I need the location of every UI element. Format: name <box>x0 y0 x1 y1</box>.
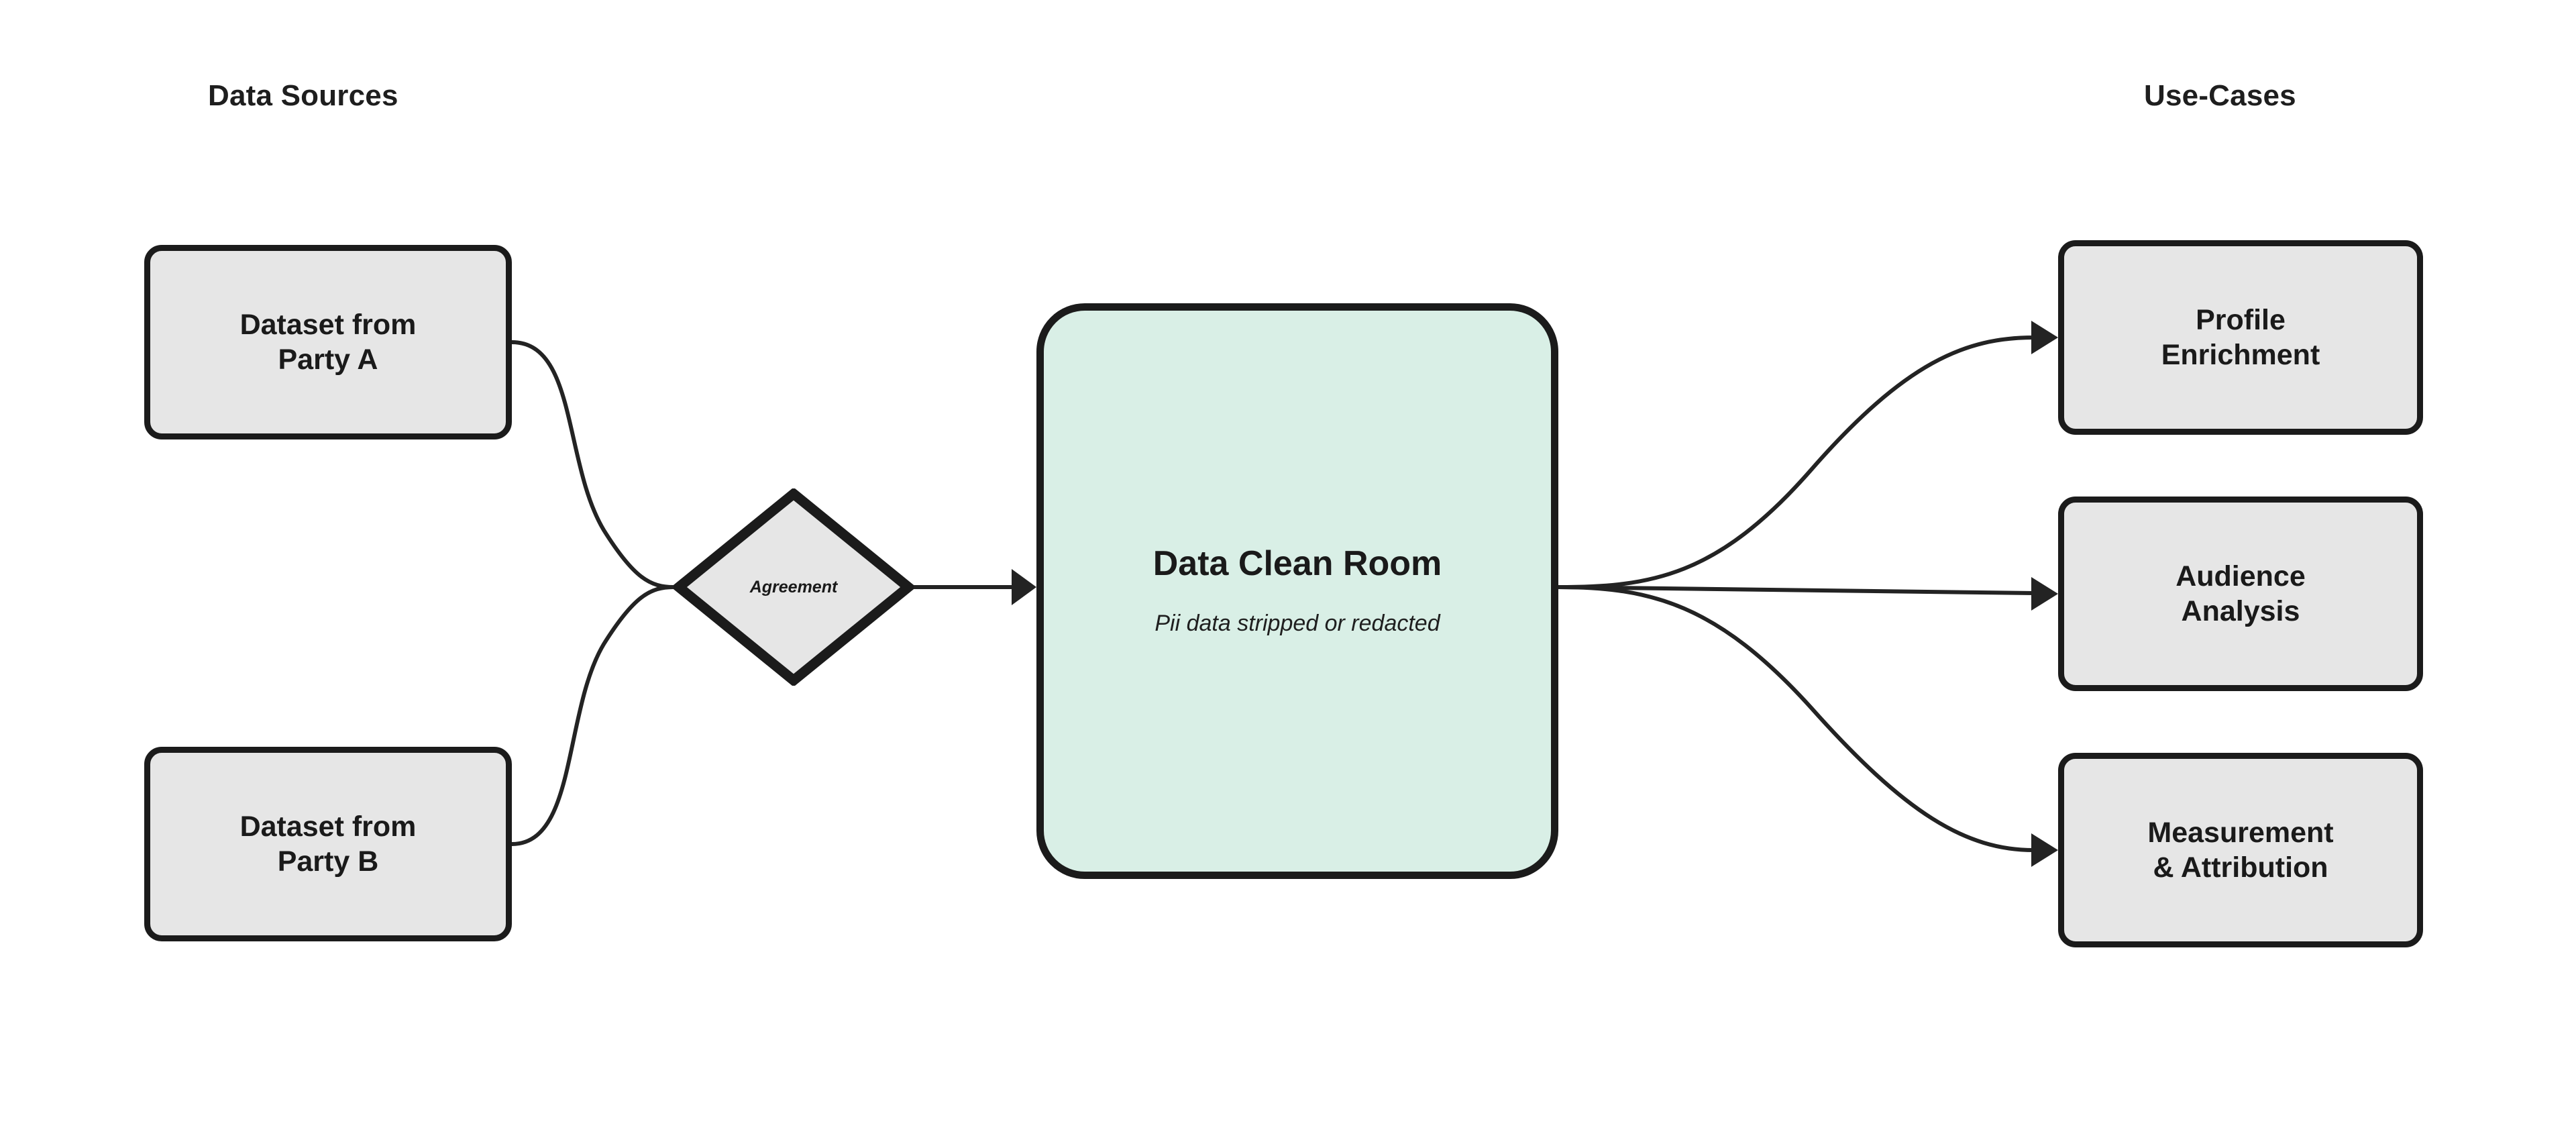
column-heading-data-sources: Data Sources <box>208 79 398 112</box>
node-measurement-attribution-label: Measurement & Attribution <box>2147 816 2334 884</box>
node-audience-analysis-label: Audience Analysis <box>2176 560 2306 627</box>
diamond-shape <box>671 487 916 687</box>
edge-party-b-to-agreement <box>511 585 674 846</box>
node-audience-analysis[interactable]: Audience Analysis <box>2058 497 2423 691</box>
node-dataset-party-a[interactable]: Dataset from Party A <box>144 245 512 439</box>
edge-clean-room-to-audience-analysis <box>1558 577 2058 611</box>
node-agreement[interactable]: Agreement <box>671 487 916 687</box>
node-profile-enrichment-label: Profile Enrichment <box>2161 303 2320 371</box>
node-dataset-party-b-label: Dataset from Party B <box>239 810 417 878</box>
column-heading-use-cases: Use-Cases <box>2144 79 2296 112</box>
edge-agreement-to-clean-room <box>914 569 1036 605</box>
edge-clean-room-to-profile-enrichment <box>1558 321 2058 589</box>
edge-party-a-to-agreement <box>511 340 674 589</box>
node-data-clean-room-title: Data Clean Room <box>1152 544 1442 583</box>
edge-clean-room-to-measurement-attribution <box>1558 585 2058 867</box>
node-dataset-party-b[interactable]: Dataset from Party B <box>144 747 512 941</box>
node-measurement-attribution[interactable]: Measurement & Attribution <box>2058 753 2423 947</box>
node-data-clean-room[interactable]: Data Clean Room Pii data stripped or red… <box>1036 303 1558 879</box>
node-profile-enrichment[interactable]: Profile Enrichment <box>2058 240 2423 435</box>
node-dataset-party-a-label: Dataset from Party A <box>239 308 417 376</box>
node-data-clean-room-subtitle: Pii data stripped or redacted <box>1155 611 1440 637</box>
